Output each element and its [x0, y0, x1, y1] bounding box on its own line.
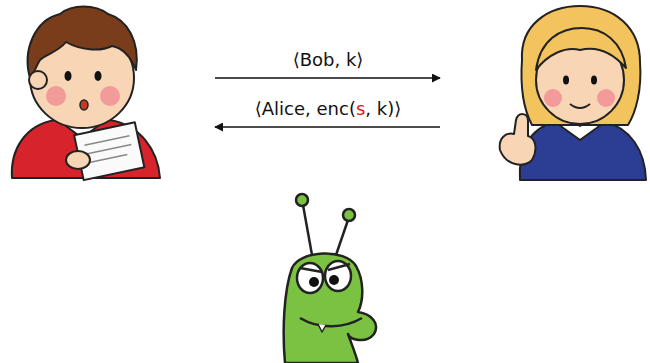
message-text: ⟨Bob, k⟩	[293, 49, 364, 70]
message-text: ⟨Alice, enc(	[255, 98, 356, 119]
bob-figure	[12, 7, 160, 181]
message-text: , k)⟩	[365, 98, 401, 119]
message-arrow	[215, 77, 440, 79]
intruder-figure	[284, 194, 376, 363]
secret-term: s	[356, 98, 365, 119]
message-arrow	[215, 126, 440, 128]
alice-figure	[500, 6, 646, 180]
message-label: ⟨Alice, enc(s, k)⟩	[255, 98, 401, 119]
message-label: ⟨Bob, k⟩	[293, 49, 364, 70]
